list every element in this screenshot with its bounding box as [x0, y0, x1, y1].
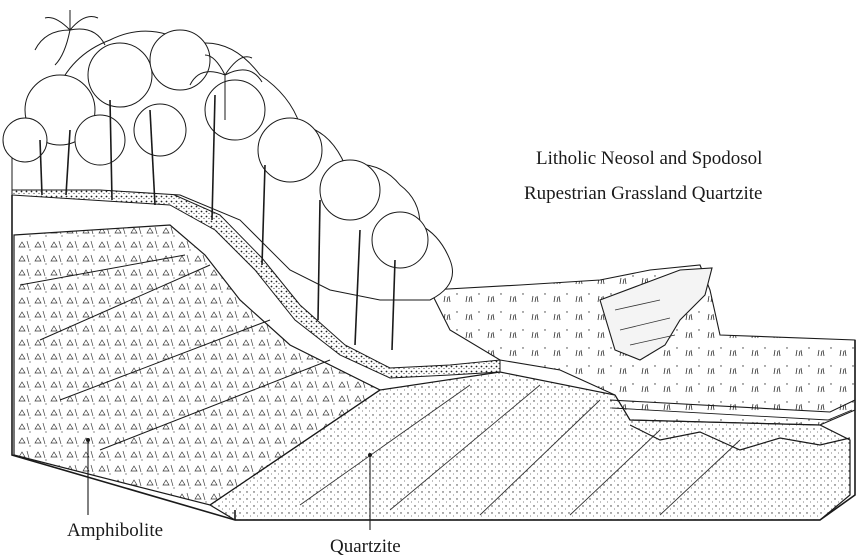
- amphibolite-label: Amphibolite: [67, 520, 163, 542]
- soil-type-label: Litholic Neosol and Spodosol: [536, 148, 762, 170]
- quartzite-point-marker: [368, 453, 372, 457]
- amphibolite-point-marker: [86, 438, 90, 442]
- quartzite-label: Quartzite: [330, 536, 401, 558]
- vegetation-type-label: Rupestrian Grassland Quartzite: [524, 183, 762, 205]
